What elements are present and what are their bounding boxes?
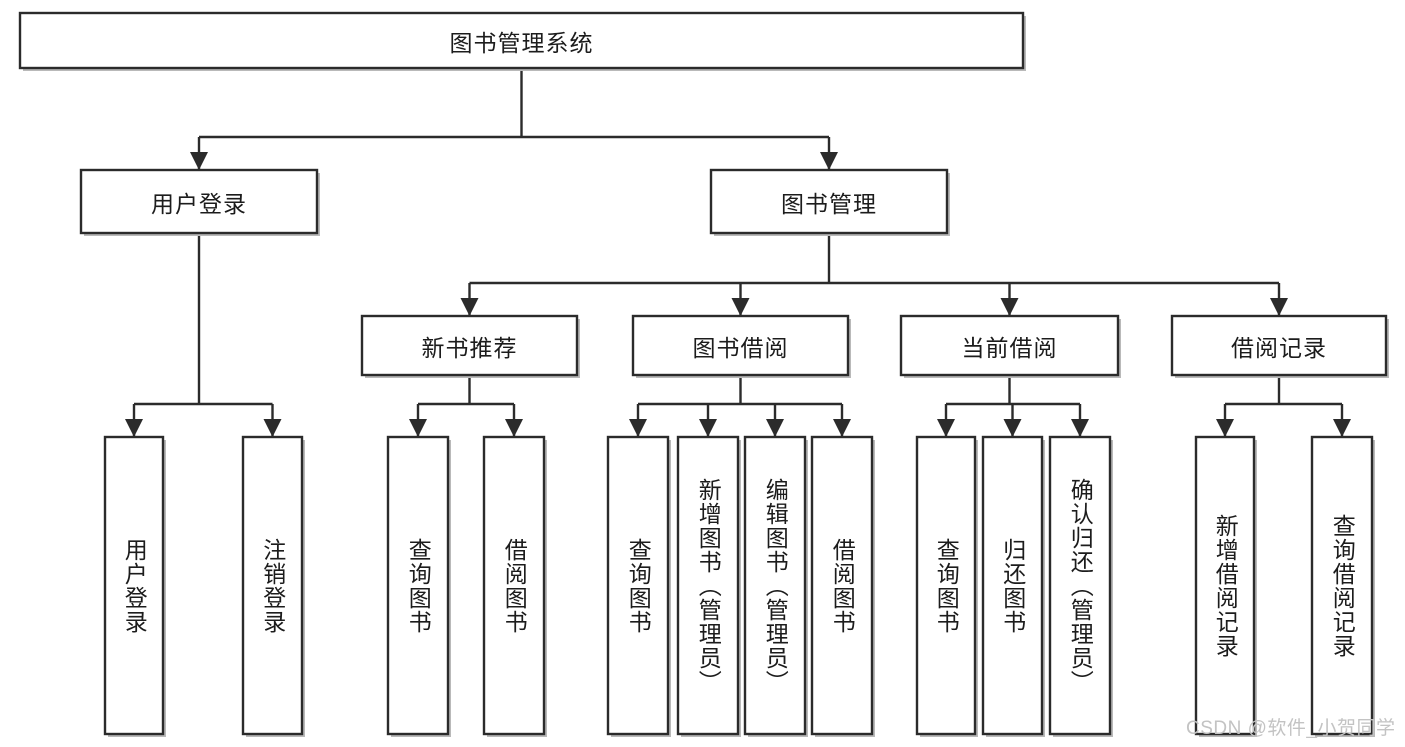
node-box-leaf-query-book-borrow[interactable] xyxy=(606,435,670,736)
node-box-leaf-add-borrow-record[interactable] xyxy=(1194,435,1256,736)
connectors-layer xyxy=(125,68,1351,437)
node-box-leaf-borrow-book-new[interactable] xyxy=(482,435,546,736)
connector-arrowhead-user-login xyxy=(190,152,208,170)
connector-arrowhead-leaf-add-book-admin xyxy=(699,419,717,437)
node-box-borrow-record[interactable] xyxy=(1170,314,1388,377)
node-boxes-layer xyxy=(18,11,1389,737)
node-box-leaf-query-borrow-record[interactable] xyxy=(1310,435,1374,736)
connector-arrowhead-leaf-add-borrow-record xyxy=(1216,419,1234,437)
connector-arrowhead-leaf-user-login xyxy=(125,419,143,437)
connector-arrowhead-book-management xyxy=(820,152,838,170)
node-box-current-borrow[interactable] xyxy=(899,314,1120,377)
connector-arrowhead-leaf-return-book xyxy=(1003,419,1022,437)
node-box-book-management[interactable] xyxy=(709,168,949,235)
node-box-leaf-confirm-return-admin[interactable] xyxy=(1048,435,1112,736)
connector-arrowhead-leaf-borrow-book-new xyxy=(505,419,523,437)
connector-arrowhead-leaf-borrow-book xyxy=(833,419,851,437)
connector-arrowhead-leaf-edit-book-admin xyxy=(766,419,784,437)
node-box-leaf-return-book[interactable] xyxy=(981,435,1044,736)
node-box-leaf-logout[interactable] xyxy=(241,435,304,736)
connector-arrowhead-current-borrow xyxy=(1000,298,1019,316)
connector-arrowhead-leaf-query-borrow-record xyxy=(1333,419,1351,437)
node-box-root[interactable] xyxy=(18,11,1025,70)
node-box-leaf-query-book-new[interactable] xyxy=(386,435,450,736)
connector-arrowhead-leaf-query-book-borrow xyxy=(629,419,647,437)
connector-arrowhead-leaf-confirm-return-admin xyxy=(1071,419,1089,437)
connector-arrowhead-leaf-query-book-new xyxy=(409,419,427,437)
connector-arrowhead-leaf-query-book-current xyxy=(937,419,955,437)
connector-arrowhead-leaf-logout xyxy=(263,419,282,437)
node-box-user-login[interactable] xyxy=(79,168,319,235)
node-box-leaf-edit-book-admin[interactable] xyxy=(743,435,807,736)
connector-arrowhead-borrow-record xyxy=(1270,298,1288,316)
node-box-book-borrow[interactable] xyxy=(631,314,850,377)
node-box-leaf-user-login[interactable] xyxy=(103,435,165,736)
node-box-leaf-borrow-book[interactable] xyxy=(810,435,874,736)
connector-arrowhead-book-borrow xyxy=(731,298,750,316)
node-box-leaf-add-book-admin[interactable] xyxy=(676,435,740,736)
connector-arrowhead-new-book-recommend xyxy=(460,298,479,316)
node-box-new-book-recommend[interactable] xyxy=(360,314,579,377)
node-box-leaf-query-book-current[interactable] xyxy=(915,435,977,736)
watermark-text: CSDN @软件_小贺同学 xyxy=(1186,718,1396,739)
